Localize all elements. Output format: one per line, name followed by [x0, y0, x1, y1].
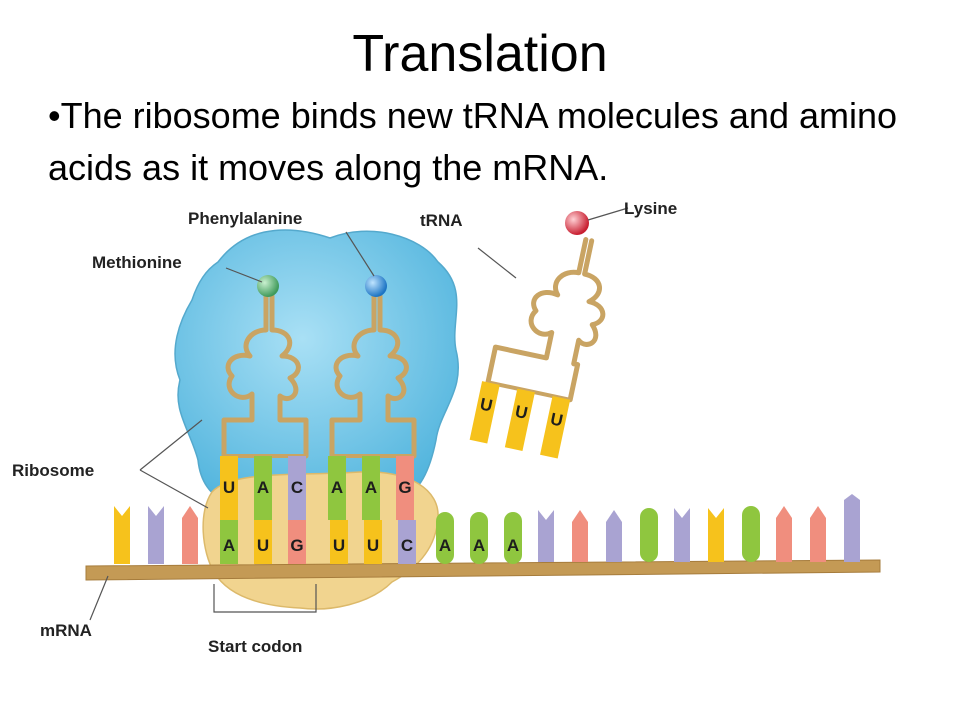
ribosome-large-subunit	[174, 229, 459, 503]
codon-letter: U	[367, 536, 379, 555]
codon-base	[364, 520, 382, 564]
label-mrna: mRNA	[40, 621, 92, 640]
label-start-codon: Start codon	[208, 637, 302, 656]
anticodon-letter: U	[549, 409, 565, 430]
anticodon-letter: A	[257, 478, 269, 497]
anticodon-letter: U	[513, 402, 529, 423]
label-trna: tRNA	[420, 211, 463, 230]
anticodon-letter: C	[291, 478, 303, 497]
leader-lines	[89, 207, 629, 621]
trna-2-anticodon: A A G	[328, 456, 414, 520]
slide-title: Translation	[352, 25, 608, 83]
slide-bullet: •The ribosome binds new tRNA molecules a…	[48, 95, 898, 188]
mrna-bases-left	[114, 506, 198, 564]
methionine-amino-acid	[257, 275, 279, 297]
codon-letter: A	[507, 536, 519, 555]
anticodon-letter: A	[331, 478, 343, 497]
lysine-amino-acid	[565, 211, 589, 235]
codon-letter: U	[333, 536, 345, 555]
codon-letter: A	[439, 536, 451, 555]
codon-base	[470, 512, 488, 564]
codon-letter: C	[401, 536, 413, 555]
label-methionine: Methionine	[92, 253, 182, 272]
anticodon-letter: U	[223, 478, 235, 497]
mrna-bases-right	[538, 494, 860, 562]
label-lysine: Lysine	[624, 199, 677, 218]
codon-base	[504, 512, 522, 564]
codon-base	[220, 520, 238, 564]
codon-letter: G	[290, 536, 303, 555]
mrna-codons: A U G U U C A A A	[220, 512, 522, 564]
trna-lysine: U U U	[469, 237, 606, 459]
codon-letter: U	[257, 536, 269, 555]
label-ribosome: Ribosome	[12, 461, 94, 480]
codon-base	[436, 512, 454, 564]
anticodon-letter: A	[365, 478, 377, 497]
codon-letter: A	[473, 536, 485, 555]
label-phenylalanine: Phenylalanine	[188, 209, 302, 228]
phenylalanine-amino-acid	[365, 275, 387, 297]
trna-1-anticodon: U A C	[220, 456, 306, 520]
anticodon-letter: U	[478, 394, 494, 415]
codon-base	[330, 520, 348, 564]
codon-letter: A	[223, 536, 235, 555]
codon-base	[254, 520, 272, 564]
anticodon-letter: G	[398, 478, 411, 497]
codon-base	[398, 520, 416, 564]
codon-base	[288, 520, 306, 564]
